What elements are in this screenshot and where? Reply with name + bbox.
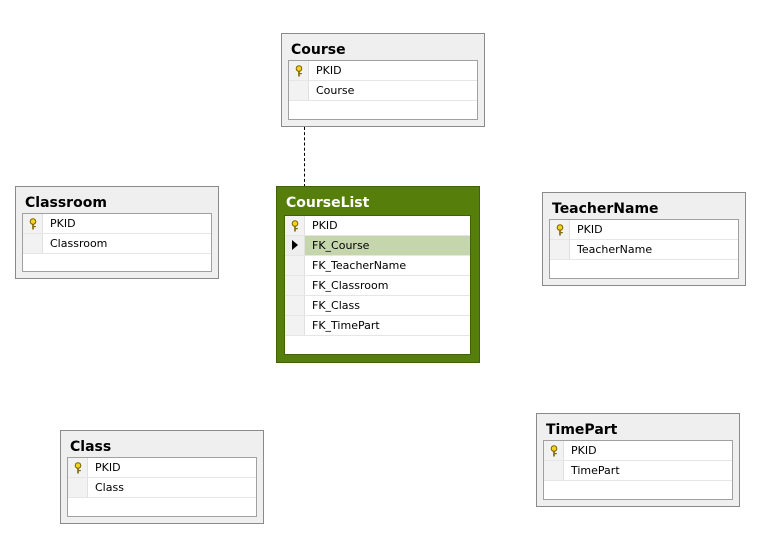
column-name: Class <box>95 481 124 494</box>
key-icon <box>29 218 37 230</box>
column-row[interactable]: FK_TimePart <box>285 316 470 336</box>
row-selector[interactable] <box>289 61 309 80</box>
column-row[interactable]: TeacherName <box>550 240 738 260</box>
key-icon <box>550 445 558 457</box>
column-name: Classroom <box>50 237 108 250</box>
row-selector[interactable] <box>68 458 88 477</box>
table-teachername[interactable]: TeacherName PKID TeacherName <box>542 192 746 286</box>
column-name: PKID <box>571 444 597 457</box>
row-selector[interactable] <box>289 81 309 100</box>
column-row[interactable]: Class <box>68 478 256 498</box>
key-icon <box>556 224 564 236</box>
table-title: Course <box>291 42 346 58</box>
column-name: PKID <box>50 217 76 230</box>
row-selector[interactable] <box>68 478 88 497</box>
column-name: FK_TimePart <box>312 319 380 332</box>
column-row[interactable]: FK_Class <box>285 296 470 316</box>
column-row[interactable]: PKID <box>285 216 470 236</box>
column-row[interactable]: PKID <box>289 61 477 81</box>
column-name: FK_Course <box>312 239 370 252</box>
row-selector[interactable] <box>23 234 43 253</box>
table-classroom[interactable]: Classroom PKID Classroom <box>15 186 219 279</box>
column-name: FK_Class <box>312 299 360 312</box>
column-row[interactable]: PKID <box>23 214 211 234</box>
row-selector[interactable] <box>285 316 305 335</box>
column-row-selected[interactable]: FK_Course <box>285 236 470 256</box>
column-grid: PKID TimePart <box>543 440 733 500</box>
key-icon <box>295 65 303 77</box>
table-title: TimePart <box>546 422 618 438</box>
column-row[interactable]: FK_Classroom <box>285 276 470 296</box>
column-name: FK_TeacherName <box>312 259 407 272</box>
column-row[interactable]: PKID <box>550 220 738 240</box>
column-name: TimePart <box>571 464 620 477</box>
table-title: CourseList <box>286 195 370 211</box>
column-row[interactable]: PKID <box>544 441 732 461</box>
row-selector[interactable] <box>544 441 564 460</box>
table-title: TeacherName <box>552 201 659 217</box>
row-selector[interactable] <box>285 256 305 275</box>
column-name: PKID <box>312 219 338 232</box>
column-grid: PKID TeacherName <box>549 219 739 279</box>
row-selector[interactable] <box>550 220 570 239</box>
key-icon <box>291 220 299 232</box>
column-name: TeacherName <box>577 243 653 256</box>
column-row[interactable]: Course <box>289 81 477 101</box>
column-grid: PKID Class <box>67 457 257 517</box>
row-selector[interactable] <box>285 276 305 295</box>
table-title: Class <box>70 439 112 455</box>
row-selector[interactable] <box>544 461 564 480</box>
table-timepart[interactable]: TimePart PKID TimePart <box>536 413 740 507</box>
column-grid: PKID Course <box>288 60 478 120</box>
table-class[interactable]: Class PKID Class <box>60 430 264 524</box>
row-selector[interactable] <box>285 296 305 315</box>
column-row[interactable]: TimePart <box>544 461 732 481</box>
column-grid: PKID FK_Course FK_TeacherName FK_Classro… <box>284 215 471 355</box>
column-name: PKID <box>95 461 121 474</box>
column-row[interactable]: PKID <box>68 458 256 478</box>
row-selector[interactable] <box>550 240 570 259</box>
table-course[interactable]: Course PKID Course <box>281 33 485 127</box>
column-name: FK_Classroom <box>312 279 389 292</box>
column-name: Course <box>316 84 355 97</box>
column-name: PKID <box>577 223 603 236</box>
column-name: PKID <box>316 64 342 77</box>
arrow-icon <box>292 240 298 250</box>
relationship-line[interactable] <box>304 127 305 187</box>
row-selector[interactable] <box>285 216 305 235</box>
column-row[interactable]: FK_TeacherName <box>285 256 470 276</box>
key-icon <box>74 462 82 474</box>
table-courselist[interactable]: CourseList PKID FK_Course FK_TeacherName… <box>276 186 480 363</box>
table-title: Classroom <box>25 195 107 211</box>
row-selector[interactable] <box>23 214 43 233</box>
row-selector[interactable] <box>285 236 305 255</box>
column-row[interactable]: Classroom <box>23 234 211 254</box>
column-grid: PKID Classroom <box>22 213 212 272</box>
